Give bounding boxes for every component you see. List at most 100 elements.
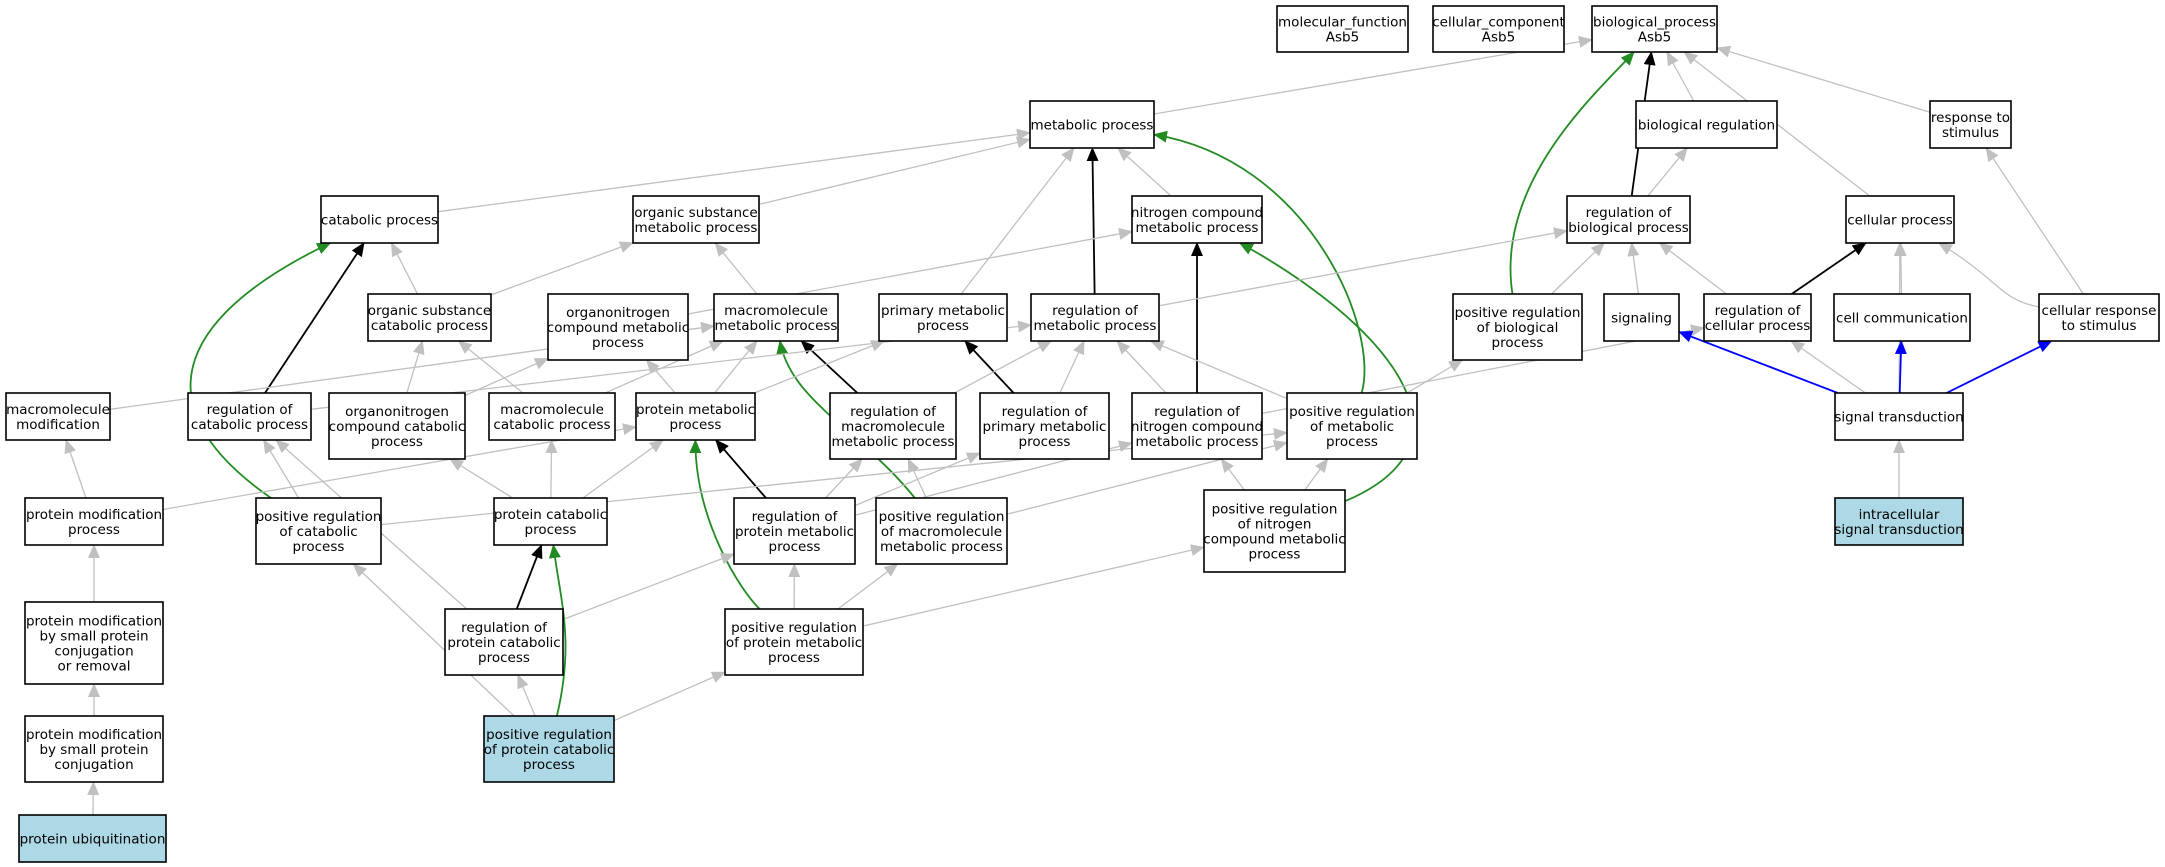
node-label-line: of biological (1477, 320, 1559, 336)
edge-is-a (1158, 227, 1568, 307)
node-label-line: metabolic process (715, 318, 838, 334)
edge-is-a (1627, 242, 1640, 295)
node-label-line: regulation of (1715, 303, 1802, 319)
node-label-line: of macromolecule (881, 524, 1002, 540)
node-label-line: signal transduction (1834, 410, 1963, 426)
node-box (1452, 293, 1583, 361)
go-term-node-cellp[interactable]: cellular process (1845, 195, 1955, 244)
go-term-node-cat[interactable]: catabolic process (320, 195, 439, 244)
node-label-line: process (1249, 547, 1301, 563)
node-label-line: stimulus (1942, 125, 1999, 141)
node-label-line: primary metabolic (983, 419, 1107, 435)
edge-part-of (1946, 340, 2053, 394)
go-term-node-bioreg[interactable]: biological regulation (1635, 100, 1778, 149)
edge-is-a (1304, 458, 1329, 491)
edge-is-a (1790, 340, 1866, 394)
edge-is-a (582, 439, 664, 499)
go-term-node-sigtrans[interactable]: signal transduction (1834, 392, 1964, 441)
node-box (255, 497, 382, 565)
node-box (483, 715, 615, 783)
node-label-line: process (478, 650, 530, 666)
edge-is-a (645, 359, 676, 394)
node-label-line: cellular_component (1432, 15, 1564, 31)
node-label-line: metabolic process (832, 434, 955, 450)
node-label-line: positive regulation (731, 620, 857, 636)
node-box (24, 715, 164, 783)
node-box (187, 392, 312, 441)
node-label-line: process (670, 417, 722, 433)
node-label-line: organic substance (634, 205, 757, 221)
node-label-line: metabolic process (1031, 118, 1154, 134)
go-term-node-signaling[interactable]: signaling (1603, 293, 1680, 342)
edge-is-a (824, 458, 863, 499)
node-box (829, 392, 957, 460)
node-label-line: nitrogen compound (1131, 205, 1263, 221)
edge-regulates (1086, 147, 1099, 295)
node-label-line: process (1019, 434, 1071, 450)
node-label-line: organic substance (368, 303, 491, 319)
edge-is-a (517, 674, 536, 717)
node-label-line: regulation of (1154, 404, 1241, 420)
node-label-line: cellular process (1705, 318, 1811, 334)
edge-is-a (1658, 242, 1727, 295)
edge-is-a (862, 544, 1205, 627)
node-label-line: positive regulation (1455, 305, 1581, 321)
node-box (1131, 195, 1263, 244)
edge-positively-regulates (189, 242, 332, 499)
node-label-line: metabolic process (1136, 434, 1259, 450)
node-box (713, 293, 839, 342)
go-term-node-cellcomm[interactable]: cell communication (1833, 293, 1971, 342)
edge-is-a (1116, 340, 1167, 394)
node-label-line: conjugation (54, 757, 133, 773)
edge-is-a (1117, 147, 1172, 197)
edge-regulates (1791, 242, 1867, 295)
node-label-line: compound metabolic (1203, 532, 1345, 548)
edge-regulates (800, 340, 859, 394)
node-label-line: by small protein (39, 742, 148, 758)
node-label-line: positive regulation (1212, 502, 1338, 518)
edge-is-a (263, 439, 300, 499)
node-box (979, 392, 1110, 460)
node-box (24, 601, 164, 685)
go-term-node-ubiq[interactable]: protein ubiquitination (18, 814, 167, 863)
node-label-line: regulation of (752, 509, 839, 525)
go-term-node-met[interactable]: metabolic process (1029, 100, 1155, 149)
